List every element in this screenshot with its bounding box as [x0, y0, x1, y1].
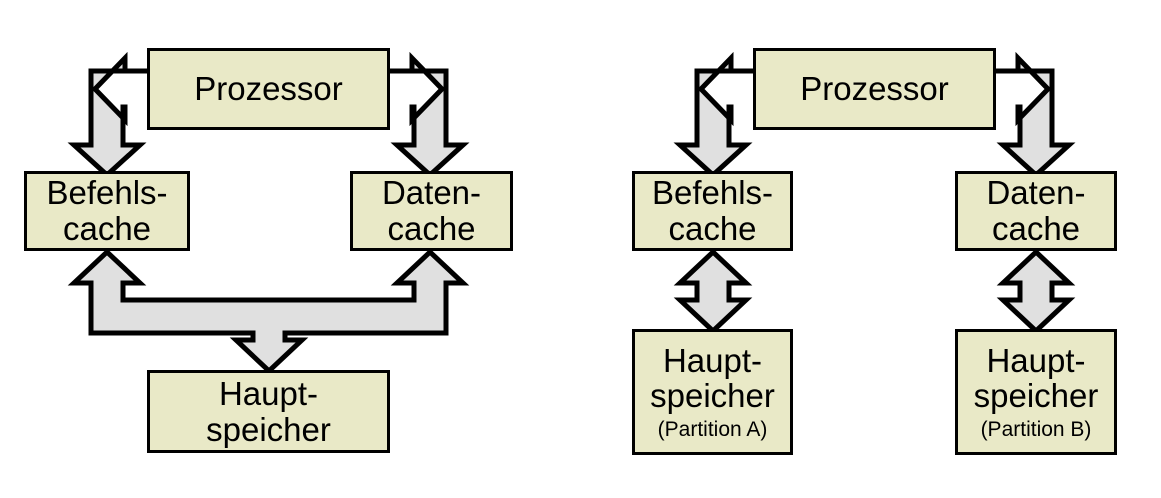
- node-label: Haupt- speicher: [650, 341, 775, 415]
- arrow-mainmem-a-icache: [673, 248, 753, 335]
- node-processor-left[interactable]: Prozessor: [147, 48, 390, 130]
- arrow-mainmem-b-dcache: [996, 248, 1076, 335]
- node-label: Prozessor: [194, 70, 343, 108]
- node-instruction-cache-right[interactable]: Befehls- cache: [632, 171, 793, 251]
- node-main-memory-partition-b[interactable]: Haupt- speicher (Partition B): [955, 329, 1117, 455]
- arrow-dcache-processor: [390, 51, 470, 179]
- node-label: Prozessor: [800, 70, 949, 108]
- node-label: Befehls- cache: [46, 174, 168, 247]
- arrow-icache-processor-right: [673, 51, 753, 179]
- node-label: Daten- cache: [986, 174, 1086, 247]
- node-sublabel: (Partition B): [980, 417, 1092, 441]
- node-label: Daten- cache: [381, 174, 482, 247]
- node-label: Haupt- speicher: [206, 374, 331, 448]
- node-main-memory-left[interactable]: Haupt- speicher: [147, 370, 390, 453]
- arrow-dcache-processor-right: [996, 51, 1076, 179]
- arrow-mainmem-caches-fork: [67, 248, 470, 375]
- node-label: Befehls- cache: [651, 174, 774, 247]
- node-main-memory-partition-a[interactable]: Haupt- speicher (Partition A): [632, 329, 793, 455]
- node-label: Haupt- speicher: [973, 341, 1099, 415]
- node-sublabel: (Partition A): [657, 417, 768, 441]
- node-data-cache-left[interactable]: Daten- cache: [350, 171, 513, 251]
- node-processor-right[interactable]: Prozessor: [753, 48, 996, 130]
- node-data-cache-right[interactable]: Daten- cache: [955, 171, 1117, 251]
- arrow-icache-processor: [67, 51, 147, 179]
- node-instruction-cache-left[interactable]: Befehls- cache: [24, 171, 190, 251]
